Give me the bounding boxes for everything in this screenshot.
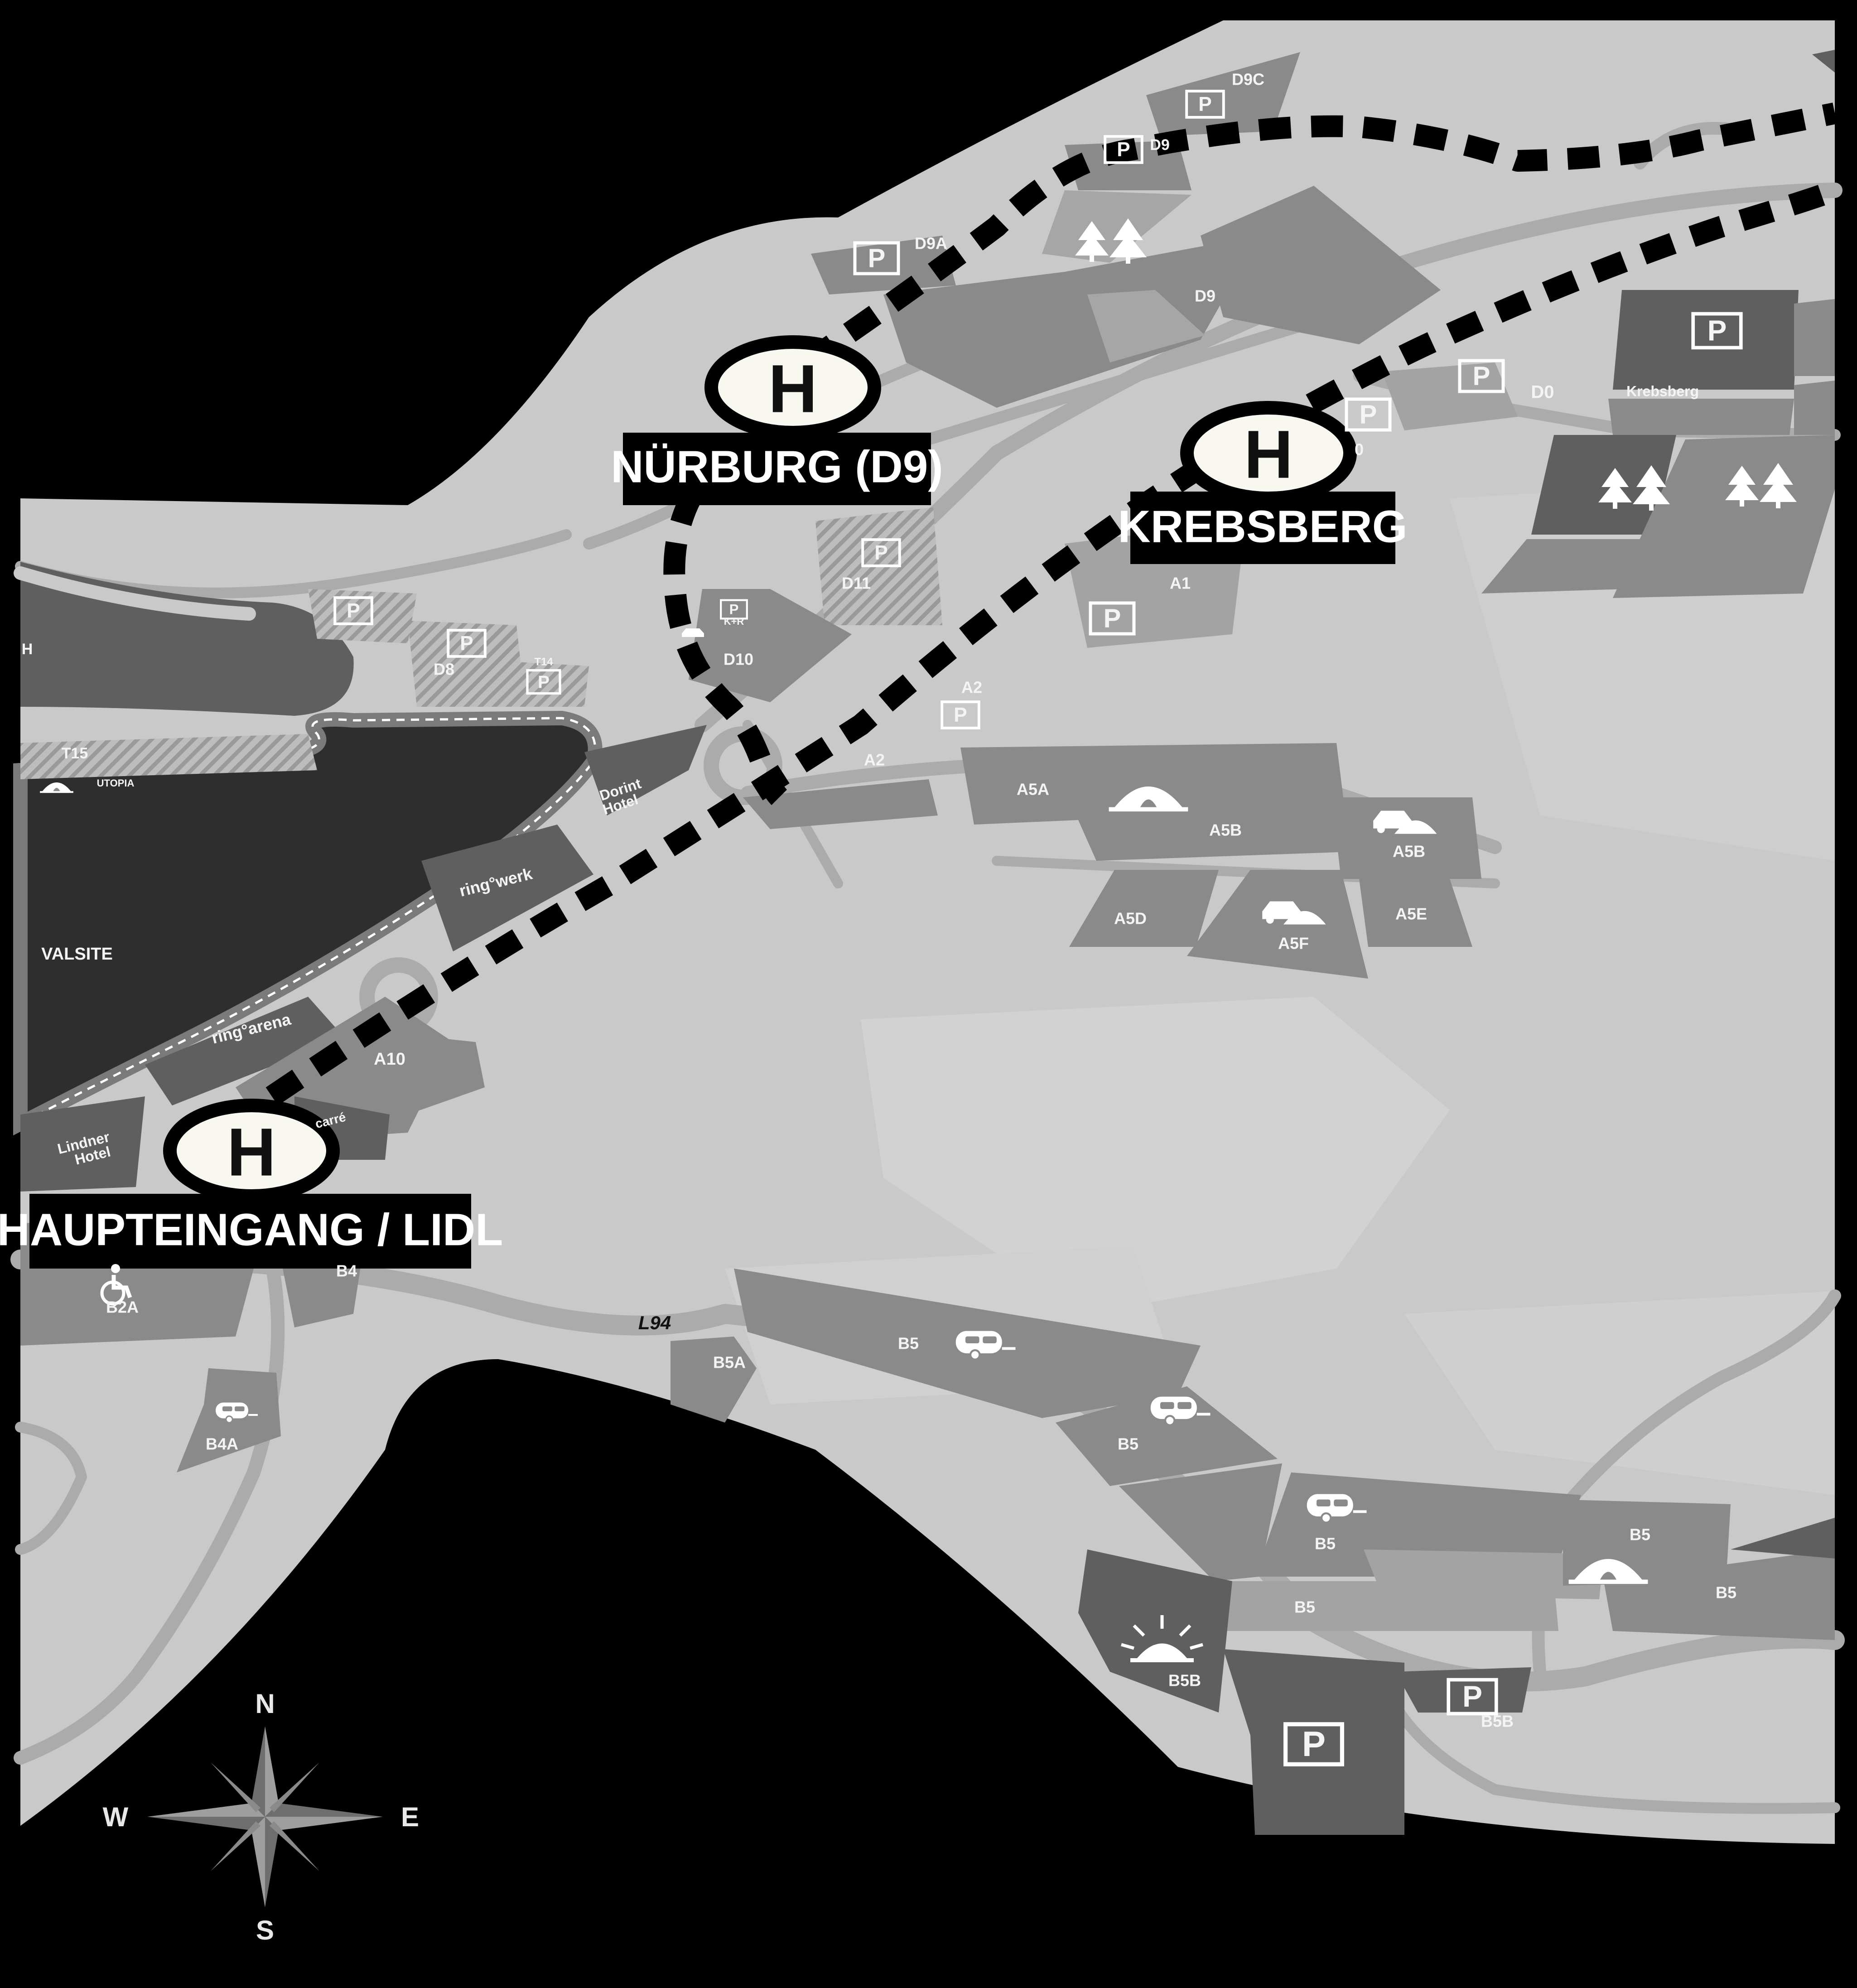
stop-marker-nuerburg[interactable]: H NÜRBURG (D9)	[611, 335, 943, 505]
zone-label: B5	[1315, 1534, 1336, 1553]
stop-symbol-nuerburg: H	[768, 351, 817, 427]
parking-icon: P	[1473, 361, 1490, 391]
zone-label: D9C	[1232, 70, 1264, 89]
zone-label: A5B	[1209, 821, 1242, 840]
zone-label: D9	[1150, 136, 1169, 154]
parking-icon: P	[1198, 93, 1211, 116]
stop-symbol-haupteingang: H	[227, 1114, 276, 1190]
zone-label: VALSITE	[41, 945, 113, 964]
zone-label: A2	[961, 678, 982, 697]
compass-n: N	[255, 1689, 275, 1719]
zone-label: K+R	[724, 616, 744, 627]
parking-icon: P	[1302, 1724, 1326, 1764]
zone-label: B4A	[206, 1435, 238, 1453]
zone-label: B2A	[106, 1298, 139, 1317]
zone-label: D0	[1531, 382, 1554, 402]
parking-icon: P	[954, 704, 967, 726]
parking-icon: P	[874, 542, 888, 564]
zone-label: B5B	[1481, 1712, 1514, 1731]
road-label-l94: L94	[638, 1312, 671, 1333]
zone-label: A5B	[1393, 842, 1425, 861]
zone-label: Krebsberg	[1626, 383, 1699, 399]
zone-label: A5F	[1278, 934, 1309, 953]
compass-s: S	[256, 1915, 274, 1945]
zone-label: D11	[842, 574, 871, 593]
zone-label: D9	[1195, 287, 1215, 305]
zone-label: D8	[434, 660, 454, 679]
zone-label: B5A	[713, 1353, 746, 1372]
stop-label-nuerburg: NÜRBURG (D9)	[611, 441, 943, 492]
parking-icon: P	[460, 632, 473, 655]
zone-labels: D9C D9 D9A D9 D0 Krebsberg 0 D11 A1 D8 T…	[22, 70, 1736, 1731]
zone-label: B4	[336, 1262, 357, 1280]
compass-w: W	[103, 1802, 129, 1832]
parking-icon: P	[538, 672, 550, 692]
zone-label: A5A	[1017, 780, 1049, 799]
stop-symbol-krebsberg: H	[1244, 416, 1293, 492]
zone-label: B5	[1630, 1525, 1650, 1544]
terrain	[20, 20, 1835, 1844]
parking-icon: P	[868, 243, 886, 273]
parking-icon: P	[1462, 1679, 1482, 1713]
compass-rose: N E S W	[103, 1689, 419, 1945]
parking-icon: P	[1104, 603, 1121, 633]
parking-icon: P	[1707, 314, 1727, 347]
stop-label-haupteingang: HAUPTEINGANG / LIDL	[0, 1204, 503, 1255]
stop-marker-krebsberg[interactable]: H KREBSBERG	[1118, 401, 1408, 564]
zone-label: D10	[724, 650, 753, 669]
zone-label: D9A	[915, 234, 947, 253]
zone-label: B5	[1118, 1435, 1138, 1453]
stop-marker-haupteingang[interactable]: H HAUPTEINGANG / LIDL	[0, 1099, 503, 1269]
zone-label: A5E	[1395, 905, 1427, 923]
stop-label-krebsberg: KREBSBERG	[1118, 501, 1408, 552]
zone-label: B5	[1294, 1598, 1315, 1616]
zone-label: A1	[1170, 574, 1191, 593]
zone-label: H	[22, 641, 33, 658]
parking-icon: P	[1117, 139, 1130, 161]
wheelchair-icon	[100, 1264, 132, 1306]
campfire-icon	[1121, 1615, 1203, 1662]
shuttle-routes	[265, 102, 1839, 1105]
amenity-icons	[40, 218, 1797, 1662]
zone-label: UTOPIA	[97, 777, 135, 789]
zone-label: A2	[864, 751, 885, 769]
car-icon	[682, 628, 704, 637]
zone-label: T15	[62, 745, 88, 762]
parking-icons: P P P P P P P P P P P P P P P	[335, 91, 1741, 1764]
parking-icon: P	[1360, 400, 1377, 429]
zone-label: B5	[1716, 1583, 1736, 1602]
compass-e: E	[401, 1802, 419, 1832]
parking-icon: P	[729, 602, 739, 618]
zone-label: T14	[534, 656, 553, 668]
zone-label: A10	[374, 1050, 405, 1069]
zone-label: B5	[898, 1334, 919, 1353]
zone-label: A5D	[1114, 909, 1147, 928]
zone-label: 0	[1355, 440, 1364, 459]
zone-label: B5B	[1168, 1671, 1201, 1690]
parking-icon: P	[347, 600, 360, 622]
